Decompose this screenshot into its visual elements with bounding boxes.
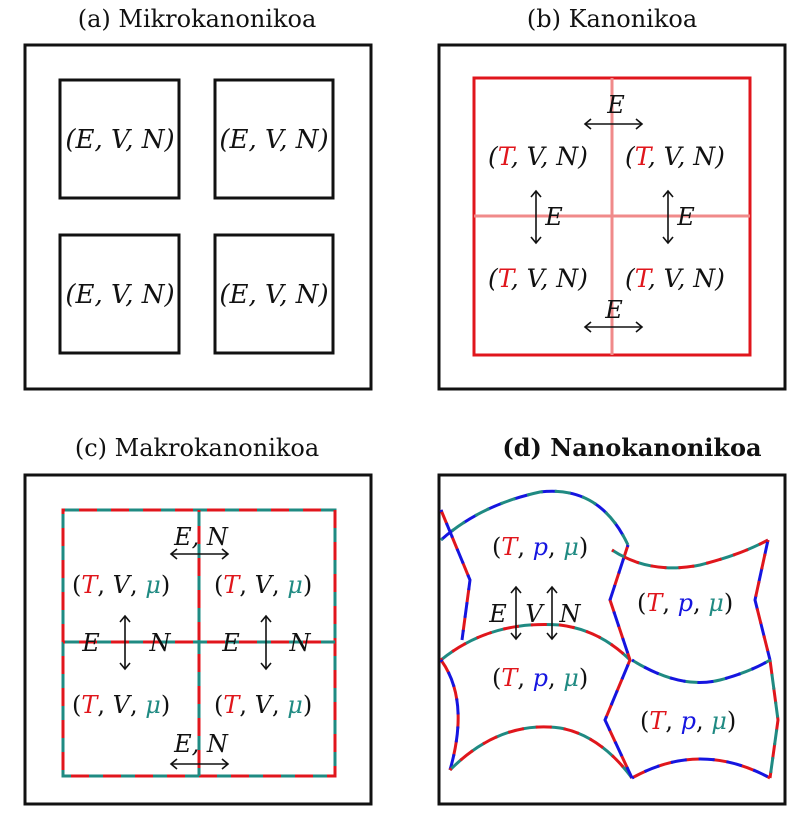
cell-box bbox=[213, 78, 335, 200]
energy-particle-exchange-arrow bbox=[169, 758, 230, 770]
cell-box bbox=[58, 78, 181, 200]
exchange-label-en: E, N bbox=[173, 730, 229, 758]
exchange-label-e: E bbox=[488, 600, 507, 628]
panel-grand-canonical: (c) Makrokanonikoa (T, V, μ) (T, V, μ) (… bbox=[23, 434, 373, 806]
cell-label: (T, V, μ) bbox=[72, 691, 170, 719]
exchange-label-n: N bbox=[289, 629, 312, 657]
cell-label: (T, V, μ) bbox=[72, 571, 170, 599]
panel-a-title: (a) Mikrokanonikoa bbox=[78, 5, 317, 33]
panel-nanocanonical: (d) Nanokanonikoa bbox=[437, 433, 787, 806]
svg-text:(T, p, μ): (T, p, μ) bbox=[640, 707, 736, 735]
cell-box bbox=[213, 233, 335, 355]
cell-label: (T, V, N) bbox=[488, 142, 588, 171]
svg-text:(T, p, μ): (T, p, μ) bbox=[492, 664, 588, 692]
cell-label: (T, p, μ) bbox=[637, 589, 733, 617]
exchange-label-n: N bbox=[559, 600, 582, 628]
energy-exchange-arrow bbox=[583, 118, 644, 130]
flexible-boundaries bbox=[439, 489, 780, 780]
exchange-label-n: N bbox=[149, 629, 172, 657]
svg-text:(T, p, μ): (T, p, μ) bbox=[637, 589, 733, 617]
exchange-label-e: E bbox=[676, 203, 695, 231]
panel-c-title: (c) Makrokanonikoa bbox=[75, 434, 319, 462]
exchange-arrows-evn bbox=[510, 585, 558, 641]
cell-label: (E, V, N) bbox=[219, 125, 328, 155]
cell-label: (T, V, N) bbox=[625, 142, 725, 171]
svg-text:(T, p, μ): (T, p, μ) bbox=[492, 533, 588, 561]
exchange-label-e: E bbox=[81, 629, 100, 657]
exchange-label-en: E, N bbox=[173, 523, 229, 551]
panel-d-title: (d) Nanokanonikoa bbox=[502, 433, 761, 462]
svg-text:(T, V, N): (T, V, N) bbox=[488, 142, 588, 171]
cell-label: (T, p, μ) bbox=[640, 707, 736, 735]
exchange-label-e: E bbox=[606, 91, 625, 119]
panel-c-frame bbox=[23, 473, 373, 806]
energy-exchange-arrow bbox=[583, 321, 644, 333]
svg-text:(T, V, μ): (T, V, μ) bbox=[214, 691, 312, 719]
cell-box bbox=[58, 233, 181, 355]
energy-exchange-arrow bbox=[530, 189, 542, 245]
svg-text:(T, V, N): (T, V, N) bbox=[625, 142, 725, 171]
cell-label: (T, p, μ) bbox=[492, 664, 588, 692]
exchange-label-v: V bbox=[525, 600, 545, 628]
energy-particle-exchange-arrow bbox=[260, 614, 272, 671]
svg-text:(T, V, N): (T, V, N) bbox=[488, 264, 588, 293]
panel-canonical: (b) Kanonikoa (T, V, N) (T, V, N) (T, V,… bbox=[437, 5, 787, 391]
cell-label: (T, V, N) bbox=[625, 264, 725, 293]
panel-d-frame bbox=[437, 473, 787, 806]
panel-b-title: (b) Kanonikoa bbox=[527, 5, 697, 33]
energy-particle-exchange-arrow bbox=[119, 614, 131, 671]
svg-text:(T, V, μ): (T, V, μ) bbox=[72, 691, 170, 719]
svg-text:(T, V, μ): (T, V, μ) bbox=[214, 571, 312, 599]
cell-label: (T, p, μ) bbox=[492, 533, 588, 561]
exchange-label-e: E bbox=[221, 629, 240, 657]
svg-text:(T, V, N): (T, V, N) bbox=[625, 264, 725, 293]
exchange-label-e: E bbox=[544, 203, 563, 231]
cell-label: (T, V, N) bbox=[488, 264, 588, 293]
cell-label: (E, V, N) bbox=[65, 125, 174, 155]
energy-exchange-arrow bbox=[662, 189, 674, 245]
exchange-label-e: E bbox=[604, 296, 623, 324]
cell-label: (T, V, μ) bbox=[214, 571, 312, 599]
cell-label: (T, V, μ) bbox=[214, 691, 312, 719]
panel-microcanonical: (a) Mikrokanonikoa (E, V, N) (E, V, N) (… bbox=[23, 5, 373, 391]
panel-a-frame bbox=[23, 43, 373, 391]
panel-b-frame bbox=[437, 43, 787, 391]
cell-label: (E, V, N) bbox=[219, 280, 328, 310]
energy-particle-exchange-arrow bbox=[169, 548, 230, 560]
cell-label: (E, V, N) bbox=[65, 280, 174, 310]
svg-text:(T, V, μ): (T, V, μ) bbox=[72, 571, 170, 599]
